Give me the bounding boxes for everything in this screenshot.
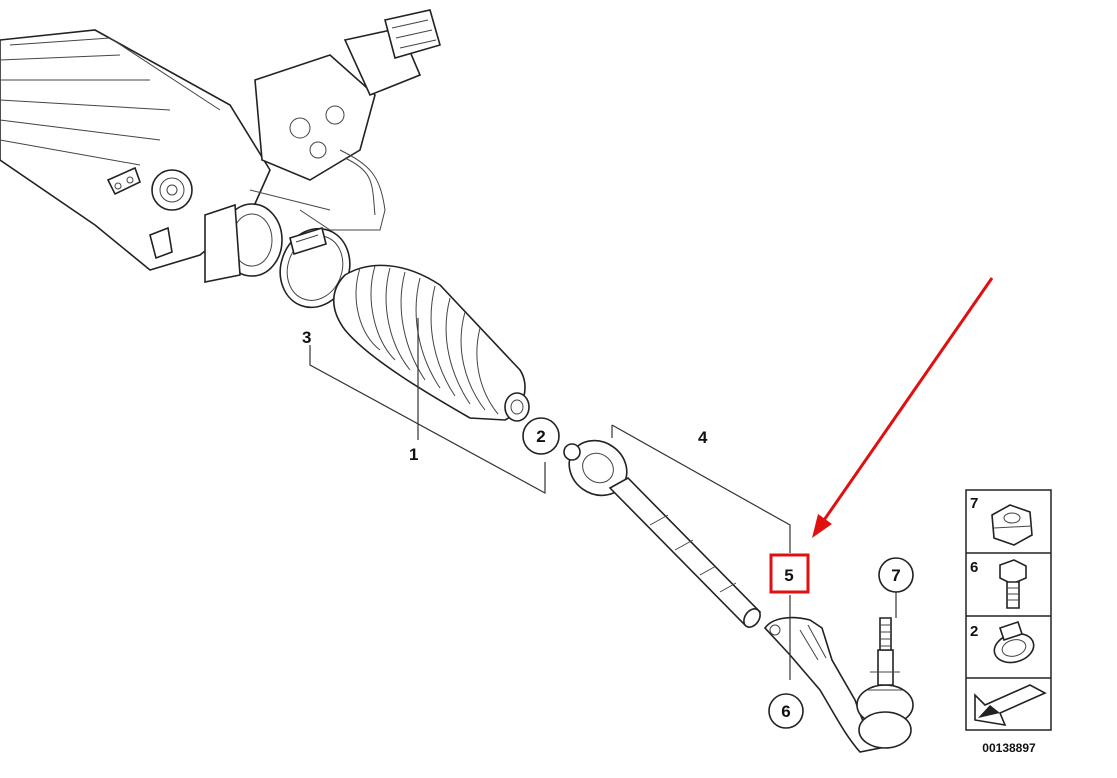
steering-rack-housing [0,9,441,283]
legend-label-top: 7 [970,495,978,512]
bellows-boot [333,264,530,422]
callout-1: 1 [409,445,418,464]
svg-text:5: 5 [784,566,793,585]
outer-tie-rod-end [763,616,914,753]
svg-text:4: 4 [698,428,708,447]
legend-label-mid: 6 [970,559,978,576]
svg-text:6: 6 [781,702,790,721]
svg-text:7: 7 [891,566,900,585]
callout-5-highlight-box [769,553,810,594]
direction-arrow-icon [974,684,1047,727]
svg-text:2: 2 [536,427,545,446]
hardware-legend: 7 6 2 [965,489,1052,731]
svg-text:1: 1 [409,445,418,464]
clamp-icon [993,620,1035,664]
callout-3: 3 [302,328,311,347]
callout-6: 6 [768,693,804,729]
callout-5: 5 [769,553,810,594]
svg-text:3: 3 [302,328,311,347]
bolt-icon [999,559,1027,609]
inner-tie-rod [563,439,762,628]
callout-7: 7 [878,557,914,593]
legend-label-bottom: 2 [970,623,978,640]
nut-icon [991,504,1033,546]
hose-clamp [279,226,351,309]
callout-4: 4 [698,428,708,447]
red-arrow-annotation [812,277,994,538]
leader-lines [309,318,897,680]
reference-number: 00138897 [982,741,1036,755]
callout-2: 2 [522,417,560,455]
